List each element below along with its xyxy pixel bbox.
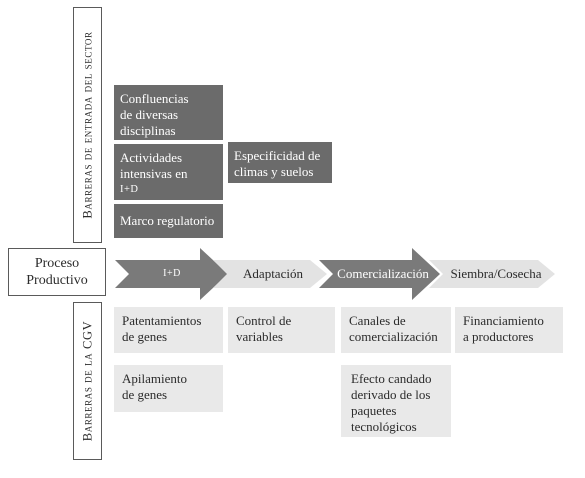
stage-arrow-comercializacion — [319, 248, 440, 300]
barrier-line: Especificidad de — [234, 148, 321, 163]
barrier-line: Confluencias — [120, 91, 189, 106]
cgv-line: tecnológicos — [351, 419, 417, 434]
stage-label-rd: I+D — [163, 268, 181, 279]
cgv-box-apilamiento: Apilamiento de genes — [114, 365, 223, 412]
cgv-box-canales: Canales de comercialización — [341, 307, 451, 353]
sector-barriers-label-box: Barreras de entrada del sector — [73, 7, 102, 243]
cgv-line: comercialización — [349, 329, 438, 344]
barrier-line: Actividades — [120, 150, 183, 165]
cgv-line: de genes — [122, 387, 168, 402]
barrier-line: Marco regulatorio — [120, 213, 215, 228]
barrier-box-marco-regulatorio: Marco regulatorio — [114, 204, 223, 238]
cgv-line: derivado de los — [351, 387, 431, 402]
cgv-line: Apilamiento — [122, 371, 187, 386]
cgv-box-efecto-candado: Efecto candado derivado de los paquetes … — [341, 365, 451, 437]
cgv-line: de genes — [122, 329, 168, 344]
cgv-line: Control de — [236, 313, 292, 328]
stage-arrow-rd — [115, 248, 228, 300]
cgv-line: Financiamiento — [463, 313, 544, 328]
stage-arrow-siembra — [429, 260, 555, 288]
barrier-line: I+D — [120, 184, 139, 195]
cgv-line: Canales de — [349, 313, 406, 328]
process-box-line2: Productivo — [26, 273, 88, 288]
stage-label-comercializacion: Comercialización — [337, 266, 429, 281]
cgv-line: Efecto candado — [351, 371, 432, 386]
barrier-line: climas y suelos — [234, 164, 314, 179]
cgv-line: variables — [236, 329, 283, 344]
cgv-box-control: Control de variables — [228, 307, 335, 353]
barrier-box-confluencias: Confluencias de diversas disciplinas — [114, 85, 223, 140]
cgv-line: a productores — [463, 329, 534, 344]
stage-label-siembra: Siembra/Cosecha — [450, 266, 542, 281]
cgv-box-financiamiento: Financiamiento a productores — [455, 307, 563, 353]
barrier-box-especificidad: Especificidad de climas y suelos — [228, 142, 332, 183]
barrier-line: de diversas — [120, 107, 179, 122]
barrier-line: disciplinas — [120, 123, 176, 138]
barrier-line: intensivas en — [120, 166, 188, 181]
cgv-box-patentamientos: Patentamientos de genes — [114, 307, 223, 353]
process-box: Proceso Productivo — [8, 248, 106, 296]
cgv-line: Patentamientos — [122, 313, 202, 328]
barrier-box-actividades: Actividades intensivas en I+D — [114, 144, 223, 200]
stage-label-adaptacion: Adaptación — [243, 266, 303, 281]
cgv-barriers-label-box: Barreras de la CGV — [73, 302, 102, 460]
cgv-line: paquetes — [351, 403, 397, 418]
process-box-line1: Proceso — [34, 256, 80, 271]
stage-arrow-adaptacion — [213, 260, 327, 288]
